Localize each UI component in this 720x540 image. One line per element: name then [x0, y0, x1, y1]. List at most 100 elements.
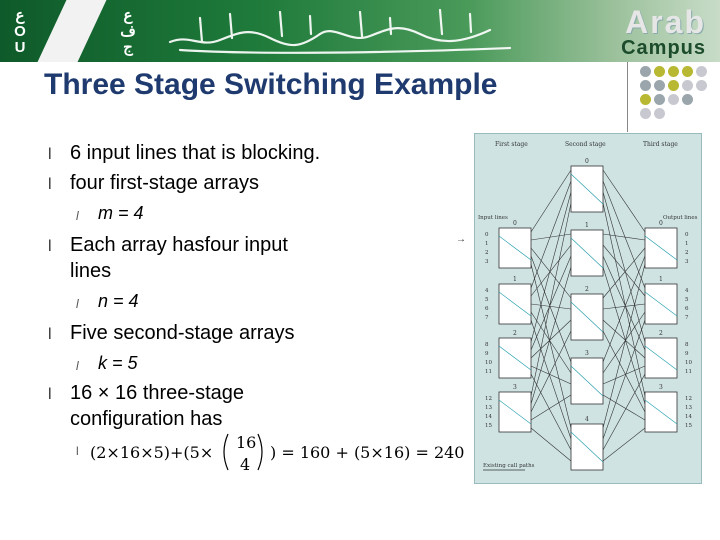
- link-first-second: [530, 180, 572, 289]
- link-second-third: [602, 427, 646, 462]
- link-second-third: [602, 311, 646, 374]
- link-first-second: [530, 373, 572, 451]
- link-second-third: [602, 202, 646, 397]
- first-stage-box-id: 3: [513, 384, 517, 391]
- first-stage-box-crosspoint: [498, 345, 532, 371]
- input-line-number: 10: [485, 360, 492, 366]
- campus-word: Campus: [621, 37, 706, 59]
- link-second-third: [602, 365, 646, 385]
- output-line-number: 1: [685, 241, 689, 247]
- third-stage-box-id: 2: [659, 330, 663, 337]
- second-stage-box-crosspoint: [570, 173, 604, 205]
- input-line-number: 12: [485, 396, 492, 402]
- input-line-number: 5: [485, 297, 489, 303]
- link-first-second: [530, 303, 572, 310]
- link-first-second: [530, 330, 572, 413]
- link-second-third: [602, 169, 646, 233]
- aou-letter: U: [14, 39, 26, 56]
- second-stage-box-id: 3: [585, 350, 589, 357]
- stage-label-third: Third stage: [643, 141, 678, 148]
- stage-label-first: First stage: [495, 141, 528, 148]
- arabic-calligraphy-logo: [168, 8, 512, 54]
- link-second-third: [602, 263, 646, 429]
- link-first-second: [530, 255, 572, 351]
- bullet-item: four first-stage arrays: [48, 170, 468, 198]
- input-line-number: 0: [485, 232, 489, 238]
- link-first-second: [530, 202, 572, 397]
- third-stage-box-id: 1: [659, 276, 663, 283]
- output-line-number: 15: [685, 423, 692, 429]
- link-second-third: [602, 255, 646, 351]
- second-stage-box-id: 1: [585, 222, 589, 229]
- third-stage-box-id: 3: [659, 384, 663, 391]
- aou-letter: ج: [123, 39, 133, 56]
- link-first-second: [530, 263, 572, 429]
- bullet-item: 6 input lines that is blocking.: [48, 140, 468, 168]
- third-stage-box-crosspoint: [644, 345, 678, 371]
- dot: [654, 66, 665, 77]
- dot: [654, 80, 665, 91]
- formula: (2×16×5)+(5× 16 4 ) = 160 + (5×16) = 240: [90, 433, 464, 474]
- link-second-third: [602, 247, 646, 299]
- dot: [668, 80, 679, 91]
- arab-campus-logo: Arab Campus: [621, 6, 706, 58]
- second-stage-box-id: 2: [585, 286, 589, 293]
- switch-diagram-svg: First stage Second stage Third stage Inp…: [478, 141, 698, 471]
- dot: [640, 94, 651, 105]
- dot: [640, 66, 651, 77]
- link-first-second: [530, 365, 572, 385]
- input-line-number: 15: [485, 423, 492, 429]
- aou-letter: ع: [123, 7, 133, 24]
- input-line-number: 8: [485, 342, 489, 348]
- dot: [682, 66, 693, 77]
- input-line-number: 2: [485, 250, 489, 256]
- second-stage-box-crosspoint: [570, 365, 604, 397]
- dot: [682, 94, 693, 105]
- output-line-number: 12: [685, 396, 692, 402]
- formula-part2: ) = 160 + (5×16) = 240: [270, 443, 464, 462]
- aou-letter: ع: [15, 7, 25, 24]
- aou-letters-latin: ع O U: [10, 8, 30, 56]
- link-second-third: [602, 303, 646, 310]
- output-lines-label: Output lines: [663, 215, 698, 221]
- aou-logo: ع O U ع ف ج: [0, 0, 150, 62]
- legend-label: Existing call paths: [483, 463, 535, 469]
- link-first-second: [530, 311, 572, 374]
- second-stage-box-id: 0: [585, 158, 589, 165]
- dot: [682, 80, 693, 91]
- bullet-item: 16 × 16 three-stage configuration has: [48, 380, 290, 432]
- first-stage-box-id: 0: [513, 220, 517, 227]
- output-line-number: 13: [685, 405, 692, 411]
- input-arrow: →: [456, 234, 466, 245]
- link-second-third: [602, 319, 646, 359]
- output-line-number: 8: [685, 342, 689, 348]
- binom-bottom: 4: [240, 455, 250, 474]
- stage-label-second: Second stage: [565, 141, 606, 148]
- link-first-second: [530, 319, 572, 359]
- three-stage-switch-diagram: First stage Second stage Third stage Inp…: [474, 133, 702, 484]
- first-stage-box-id: 2: [513, 330, 517, 337]
- second-stage-box-crosspoint: [570, 431, 604, 463]
- dot: [640, 80, 651, 91]
- link-second-third: [602, 180, 646, 289]
- link-second-third: [602, 266, 646, 405]
- link-second-third: [602, 244, 646, 297]
- aou-letters-arabic: ع ف ج: [118, 8, 138, 56]
- header-banner: ع O U ع ف ج Arab Campus: [0, 0, 720, 62]
- binom-right-paren: [257, 433, 263, 471]
- link-first-second: [530, 319, 572, 440]
- first-stage-box-crosspoint: [498, 235, 532, 261]
- link-first-second: [530, 191, 572, 343]
- input-line-number: 4: [485, 288, 489, 294]
- aou-letter: O: [14, 23, 26, 40]
- output-line-number: 2: [685, 250, 689, 256]
- bullet-item: Each array hasfour input lines: [48, 232, 330, 284]
- formula-bullet-marker: l: [76, 444, 79, 458]
- dot: [640, 108, 651, 119]
- third-stage-box-crosspoint: [644, 235, 678, 261]
- aou-letter: ف: [120, 23, 136, 40]
- dot: [696, 80, 707, 91]
- first-stage-box-crosspoint: [498, 291, 532, 317]
